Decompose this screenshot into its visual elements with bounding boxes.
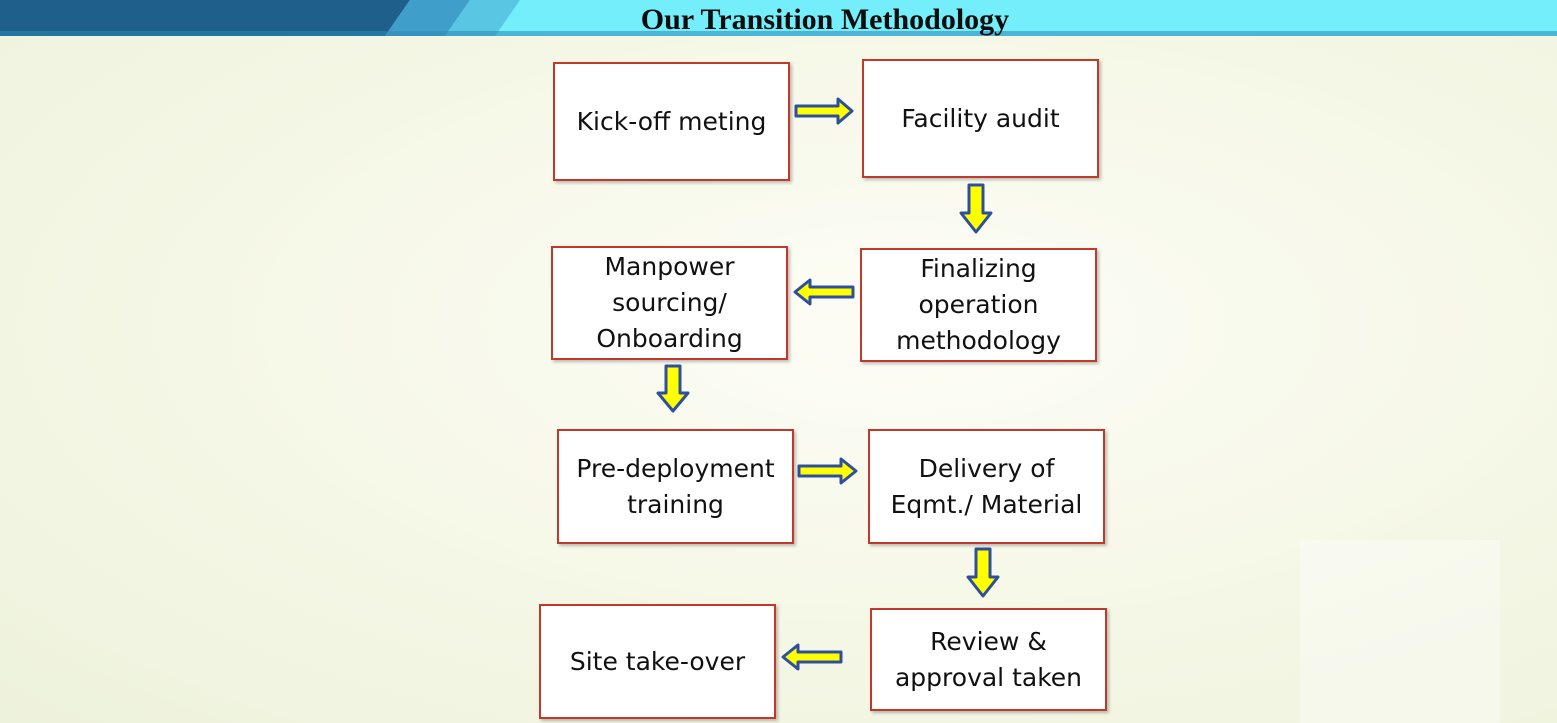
step-label: Manpower sourcing/ Onboarding — [596, 252, 743, 353]
step-facility-audit: Facility audit — [862, 59, 1099, 178]
step-label: Pre-deployment training — [576, 453, 775, 519]
step-finalizing-operation-methodology: Finalizing operation methodology — [860, 248, 1097, 362]
step-pre-deployment-training: Pre-deployment training — [557, 429, 794, 544]
arrow-down-icon — [966, 547, 1000, 598]
page-title: Our Transition Methodology — [640, 3, 1010, 36]
decorative-panel — [1300, 540, 1500, 723]
arrow-right-icon — [797, 457, 858, 485]
step-site-take-over: Site take-over — [539, 604, 776, 719]
step-label: Facility audit — [901, 103, 1060, 133]
step-delivery-of-material: Delivery of Eqmt./ Material — [868, 429, 1105, 544]
arrow-down-icon — [656, 364, 690, 413]
step-label: Delivery of Eqmt./ Material — [890, 453, 1083, 519]
arrow-left-icon — [781, 643, 843, 671]
step-label: Review & approval taken — [894, 626, 1083, 692]
step-review-approval: Review & approval taken — [870, 608, 1107, 711]
step-label: Site take-over — [569, 646, 746, 676]
step-manpower-sourcing: Manpower sourcing/ Onboarding — [551, 246, 788, 360]
arrow-right-icon — [794, 97, 854, 125]
step-label: Finalizing operation methodology — [896, 254, 1061, 355]
step-kick-off-meeting: Kick-off meting — [553, 62, 790, 181]
step-label: Kick-off meting — [576, 106, 767, 136]
arrow-left-icon — [793, 278, 855, 306]
arrow-down-icon — [959, 183, 993, 234]
title-banner — [0, 0, 1557, 36]
